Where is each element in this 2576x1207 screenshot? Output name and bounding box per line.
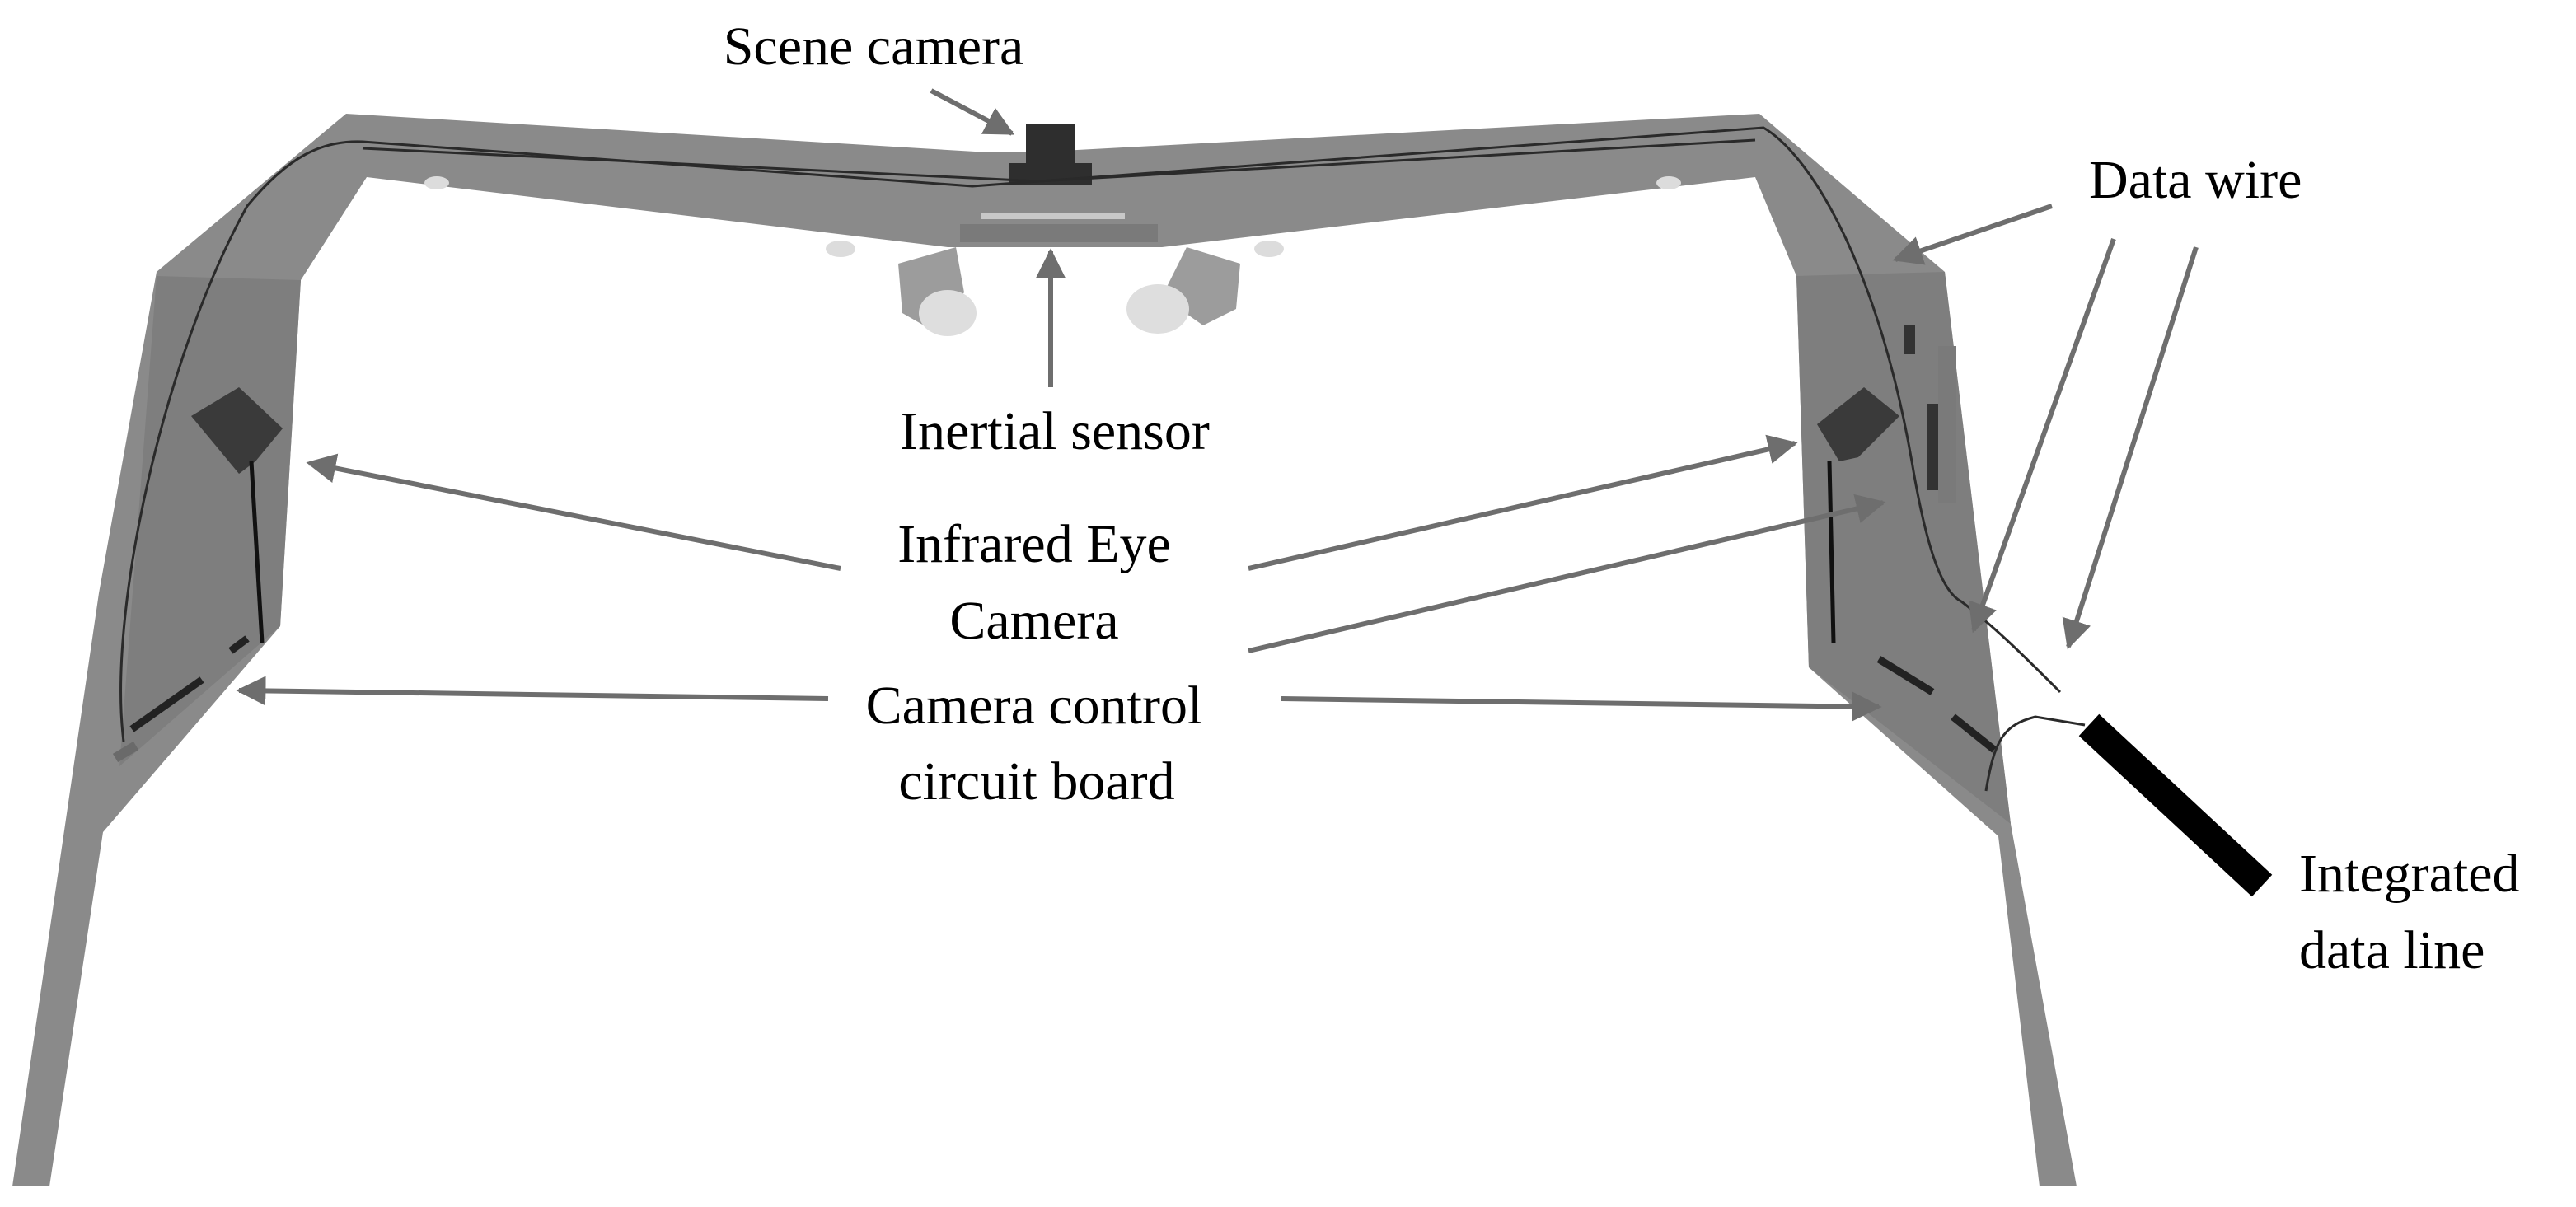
arrow-control-right (1281, 691, 1882, 722)
arrow-integrated-2 (2062, 246, 2199, 650)
label-scene-camera: Scene camera (724, 16, 1024, 77)
arrow-infrared-right-board (1248, 494, 1886, 653)
callout-arrows (236, 88, 2199, 722)
label-camera-control-line2: circuit board (898, 751, 1174, 812)
arrow-integrated-1 (1968, 237, 2116, 634)
glasses-frame (12, 114, 2077, 1186)
arrow-data-wire (1892, 204, 2053, 265)
right-eye-camera-device (1817, 387, 1899, 643)
internal-wiring (119, 126, 2086, 792)
label-camera-control-line1: Camera control (866, 676, 1203, 736)
arrow-scene-camera (930, 88, 1015, 136)
integrated-data-line-cable (2078, 713, 2273, 897)
arrow-control-left (236, 676, 829, 706)
labels: Scene camera Inertial sensor Infrared Ey… (724, 16, 2520, 980)
left-circuit-board (112, 635, 250, 763)
label-integrated-data-line-line2: data line (2299, 920, 2485, 980)
right-circuit-board (1876, 325, 1997, 753)
label-data-wire: Data wire (2089, 150, 2302, 210)
label-integrated-data-line-line1: Integrated (2299, 844, 2520, 904)
label-infrared-eye-camera-line1: Infrared Eye (897, 514, 1171, 574)
label-inertial-sensor: Inertial sensor (900, 401, 1210, 461)
label-infrared-eye-camera-line2: Camera (949, 591, 1118, 651)
left-eye-camera-device (191, 387, 283, 643)
arrow-infrared-left (306, 453, 841, 571)
arrow-infrared-right (1248, 434, 1798, 571)
